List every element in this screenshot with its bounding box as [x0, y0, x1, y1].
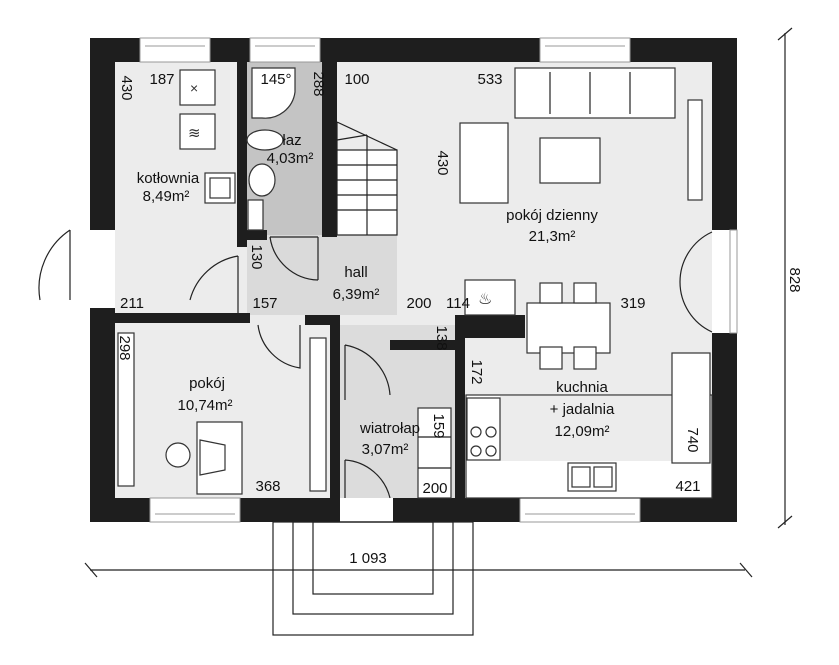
room-name-dining: + jadalnia [550, 401, 615, 418]
room-furniture [117, 332, 327, 495]
stairs [336, 121, 398, 236]
room-area-hall: 6,39m² [333, 286, 380, 303]
dim-label: 145° [260, 71, 291, 88]
room-area-kitchen: 12,09m² [554, 423, 609, 440]
heater-icon: ≋ [188, 125, 201, 142]
dim-label: 138 [433, 325, 450, 350]
room-name-living: pokój dzienny [506, 207, 598, 224]
living-furniture: ♨ [459, 67, 703, 316]
vestibule-fixtures [417, 407, 452, 499]
dim-label: 740 [684, 427, 701, 452]
bathroom-fixtures [246, 67, 296, 231]
boiler-fixtures: × ≋ [179, 69, 236, 204]
room-name-hall: hall [344, 264, 367, 281]
room-name-bath: łaz [282, 132, 301, 149]
room-area-boiler: 8,49m² [143, 188, 190, 205]
dim-label: 533 [477, 71, 502, 88]
total-depth-label: 828 [786, 267, 803, 292]
dim-label: 187 [149, 71, 174, 88]
room-name-boiler: kotłownia [137, 170, 200, 187]
dim-label: 157 [252, 295, 277, 312]
room-name-kitchen: kuchnia [556, 379, 608, 396]
boiler-icon: × [190, 80, 198, 96]
dim-label: 130 [248, 244, 265, 269]
dining-furniture [526, 282, 611, 370]
hall-floor [247, 235, 397, 315]
dimension-lines [84, 27, 793, 578]
dim-label: 288 [310, 71, 327, 96]
dim-label: 172 [468, 359, 485, 384]
room-area-room: 10,74m² [177, 397, 232, 414]
dim-label: 200 [406, 295, 431, 312]
dim-label: 159 [430, 413, 447, 438]
room-area-vestibule: 3,07m² [362, 441, 409, 458]
room-name-vestibule: wiatrołap [359, 420, 420, 437]
dim-label: 368 [255, 478, 280, 495]
doors [38, 229, 713, 499]
windows [139, 37, 738, 523]
fireplace-icon: ♨ [478, 291, 492, 308]
room-name-room: pokój [189, 375, 225, 392]
room-area-living: 21,3m² [529, 228, 576, 245]
dim-label: 211 [120, 295, 144, 312]
porch-steps [272, 521, 474, 636]
dim-label: 200 [422, 480, 447, 497]
dim-label: 298 [116, 335, 133, 360]
room-area-bath: 4,03m² [267, 150, 314, 167]
dim-label: 421 [675, 478, 700, 495]
dim-label: 430 [118, 75, 135, 100]
total-width-label: 1 093 [349, 550, 387, 567]
dim-label: 100 [344, 71, 369, 88]
dim-label: 114 [446, 295, 470, 312]
dim-label: 319 [620, 295, 645, 312]
dim-label: 430 [434, 150, 451, 175]
kitchen-fixtures [465, 352, 713, 499]
walls [90, 38, 737, 522]
